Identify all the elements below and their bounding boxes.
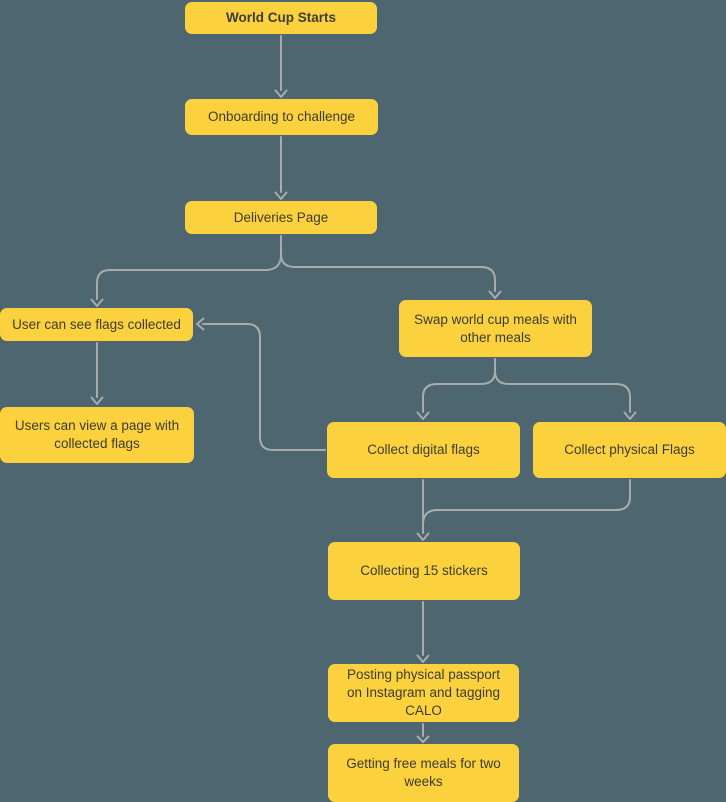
node-label: World Cup Starts [225,10,336,26]
node-deliveries-page[interactable]: Deliveries Page [185,201,377,234]
edge-worldcup-onboarding [274,35,288,98]
node-label: Users can view a page with collected fla… [14,418,180,451]
edge-deliveries-swap [280,235,502,299]
edge-swap-physical [494,358,637,420]
node-label: Getting free meals for two weeks [346,756,501,789]
edge-physical-stickers [422,479,631,524]
edge-posting-freemeals [416,723,430,743]
node-swap-world-cup-meals[interactable]: Swap world cup meals with other meals [399,300,592,357]
edge-digital-usercansee [196,317,326,451]
node-label: Onboarding to challenge [207,109,356,125]
node-users-view-collected-flags[interactable]: Users can view a page with collected fla… [0,407,194,463]
node-label: User can see flags collected [12,316,181,332]
node-user-can-see-flags[interactable]: User can see flags collected [0,308,193,341]
node-label: Swap world cup meals with other meals [414,311,577,345]
node-collect-digital-flags[interactable]: Collect digital flags [327,422,520,478]
node-world-cup-starts[interactable]: World Cup Starts [185,2,377,34]
node-posting-passport-instagram[interactable]: Posting physical passport on Instagram a… [328,664,519,722]
node-label: Deliveries Page [233,209,329,225]
edge-swap-digital [416,358,496,420]
edge-stickers-posting [416,601,430,663]
node-label: Collect physical Flags [564,442,695,458]
edge-usercansee-usersview [90,342,104,405]
edge-digital-stickers [416,479,430,541]
node-label: Collecting 15 stickers [360,563,488,579]
node-collect-physical-flags[interactable]: Collect physical Flags [533,422,726,478]
node-onboarding-to-challenge[interactable]: Onboarding to challenge [185,99,378,135]
edge-onboarding-deliveries [274,136,288,200]
node-free-meals-two-weeks[interactable]: Getting free meals for two weeks [328,744,519,802]
edge-deliveries-usercansee [90,235,282,307]
node-label: Posting physical passport on Instagram a… [346,667,501,718]
node-label: Collect digital flags [367,442,480,458]
node-collecting-15-stickers[interactable]: Collecting 15 stickers [328,542,520,600]
